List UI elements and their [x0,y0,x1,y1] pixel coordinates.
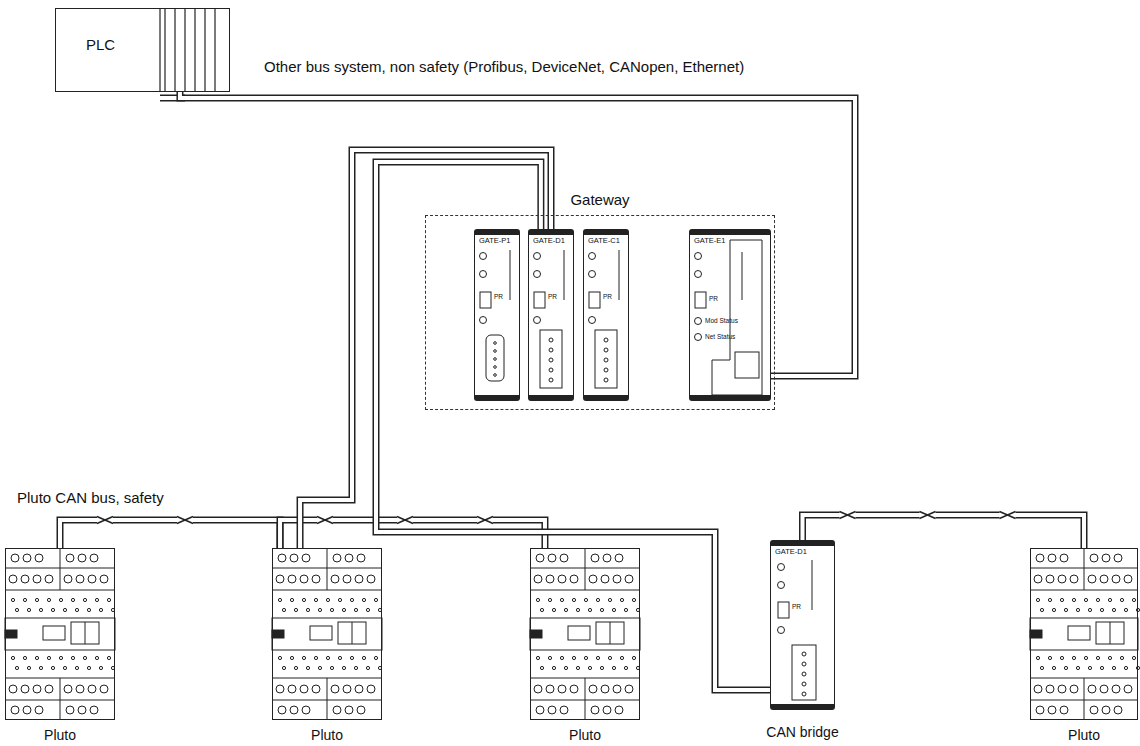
node-label: GATE-D1 [775,548,807,557]
gateway-module: GATE-D1 [528,229,574,401]
can-bridge: GATE-D1CAN bridge [770,540,835,710]
panel-marking: PR [548,293,557,300]
panel-marking: Mod Status [705,317,738,324]
pluto-unit: Pluto [530,548,640,720]
gateway-module: GATE-E1 [689,229,771,401]
panel-marking: PR [494,293,503,300]
node-caption: Pluto [1068,727,1100,743]
node-label: GATE-D1 [533,237,565,246]
node-caption: Pluto [311,727,343,743]
node-caption: Pluto [44,727,76,743]
can-bus-cable [60,515,280,548]
panel-marking: Net Status [705,333,735,340]
bus-label: Pluto CAN bus, safety [15,489,166,506]
panel-marking: PR [603,293,612,300]
pluto-unit: Pluto [1030,548,1138,720]
node-caption: CAN bridge [766,724,838,740]
plc-rack: PLC [55,8,230,92]
can-bus-cable [803,510,1085,548]
pluto-unit: Pluto [5,548,115,720]
panel-marking: PR [709,295,718,302]
node-label: GATE-E1 [694,237,726,246]
gateway-module: GATE-P1 [474,229,520,401]
pluto-unit: Pluto [272,548,382,720]
gateway-group: GatewayGATE-P1GATE-D1GATE-C1GATE-E1 [425,215,775,410]
node-label: GATE-P1 [479,237,511,246]
gateway-module: GATE-C1 [583,229,629,401]
node-caption: Gateway [570,191,629,208]
panel-marking: PR [792,603,801,610]
node-caption: Pluto [569,727,601,743]
node-label: GATE-C1 [588,237,620,246]
bus-label: Other bus system, non safety (Profibus, … [262,58,746,75]
bus-cable [376,162,770,690]
node-label: PLC [86,36,115,53]
